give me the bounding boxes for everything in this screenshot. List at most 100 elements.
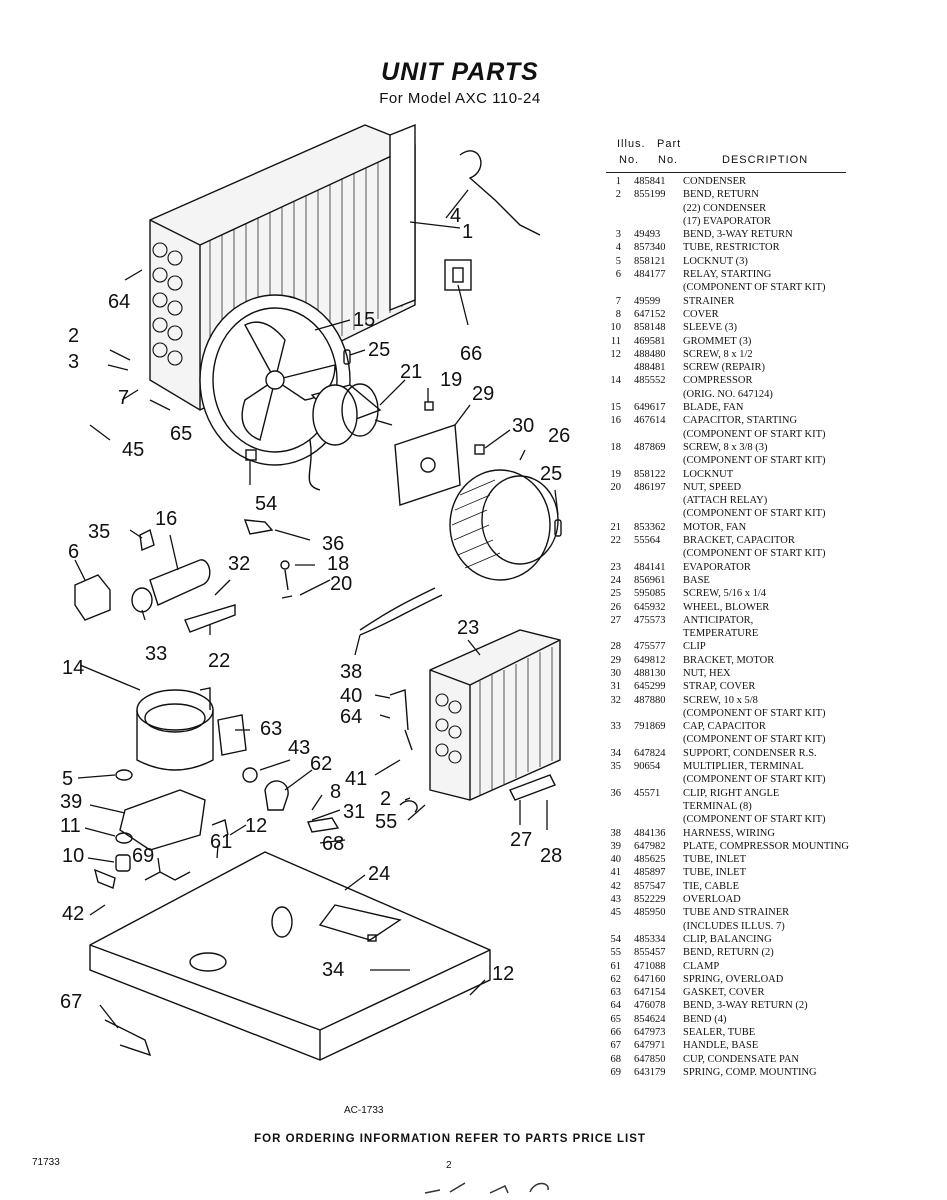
parts-row: (22) CONDENSER bbox=[607, 202, 937, 215]
illus-number: 41 bbox=[610, 867, 622, 879]
illus-number: 36 bbox=[610, 787, 622, 799]
part-description: (ORIG. NO. 647124) bbox=[683, 388, 773, 400]
illus-number: 21 bbox=[610, 521, 622, 533]
callout-label: 25 bbox=[540, 463, 562, 485]
parts-row: (COMPONENT OF START KIT) bbox=[607, 428, 937, 441]
part-number: 488480 bbox=[634, 348, 666, 360]
parts-row: (17) EVAPORATOR bbox=[607, 215, 937, 228]
callout-label: 68 bbox=[322, 833, 344, 855]
illus-number: 30 bbox=[610, 667, 622, 679]
part-number: 858121 bbox=[634, 255, 666, 267]
illus-number: 14 bbox=[610, 375, 622, 387]
part-description: HANDLE, BASE bbox=[683, 1040, 759, 1052]
illus-number: 38 bbox=[610, 827, 622, 839]
callout-label: 32 bbox=[228, 553, 250, 575]
callout-label: 1 bbox=[462, 221, 473, 243]
header-divider bbox=[606, 172, 846, 173]
callout-label: 29 bbox=[472, 383, 494, 405]
callout-label: 67 bbox=[60, 991, 82, 1013]
part-description: TIE, CABLE bbox=[683, 880, 739, 892]
illus-number: 39 bbox=[610, 840, 622, 852]
callout-label: 39 bbox=[60, 791, 82, 813]
callout-label: 2 bbox=[68, 325, 79, 347]
part-description: BEND, RETURN bbox=[683, 189, 759, 201]
part-description: BRACKET, CAPACITOR bbox=[683, 535, 795, 547]
illus-number: 10 bbox=[610, 322, 622, 334]
part-number: 643179 bbox=[634, 1066, 666, 1078]
callout-label: 22 bbox=[208, 650, 230, 672]
part-number: 595085 bbox=[634, 588, 666, 600]
part-description: TERMINAL (8) bbox=[683, 800, 752, 812]
illus-number: 67 bbox=[610, 1040, 622, 1052]
parts-row: TEMPERATURE bbox=[607, 627, 937, 640]
illus-number: 11 bbox=[610, 335, 621, 347]
callout-label: 63 bbox=[260, 718, 282, 740]
part-number: 485950 bbox=[634, 907, 666, 919]
part-description: SPRING, OVERLOAD bbox=[683, 973, 784, 985]
part-number: 857340 bbox=[634, 242, 666, 254]
callout-label: 38 bbox=[340, 661, 362, 683]
part-number: 476078 bbox=[634, 1000, 666, 1012]
illus-number: 29 bbox=[610, 654, 622, 666]
part-description: SUPPORT, CONDENSER R.S. bbox=[683, 747, 817, 759]
illus-number: 8 bbox=[615, 308, 621, 320]
illus-number: 32 bbox=[610, 694, 622, 706]
part-description: (COMPONENT OF START KIT) bbox=[683, 282, 826, 294]
part-description: (COMPONENT OF START KIT) bbox=[683, 814, 826, 826]
illus-number: 31 bbox=[610, 681, 622, 693]
illus-number: 43 bbox=[610, 894, 622, 906]
base-pan-drawing bbox=[89, 851, 491, 1061]
part-number: 857547 bbox=[634, 880, 666, 892]
parts-row: (INCLUDES ILLUS. 7) bbox=[607, 920, 937, 933]
part-number: 647850 bbox=[634, 1053, 666, 1065]
callout-label: 42 bbox=[62, 903, 84, 925]
part-description: CLAMP bbox=[683, 960, 720, 972]
part-number: 647160 bbox=[634, 973, 666, 985]
part-description: SCREW (REPAIR) bbox=[683, 362, 765, 374]
illus-number: 33 bbox=[610, 721, 622, 733]
part-description: BLADE, FAN bbox=[683, 402, 744, 414]
illus-number: 23 bbox=[610, 561, 622, 573]
callout-label: 4 bbox=[450, 205, 461, 227]
part-number: 471088 bbox=[634, 960, 666, 972]
part-description: LOCKNUT bbox=[683, 468, 734, 480]
part-description: (INCLUDES ILLUS. 7) bbox=[683, 920, 785, 932]
illus-number: 5 bbox=[615, 255, 621, 267]
part-description: TUBE AND STRAINER bbox=[683, 907, 790, 919]
callout-label: 54 bbox=[255, 493, 277, 515]
document-number: 71733 bbox=[32, 1157, 60, 1168]
callout-label: 35 bbox=[88, 521, 110, 543]
callout-label: 20 bbox=[330, 573, 352, 595]
illus-number: 55 bbox=[610, 947, 622, 959]
part-number: 486197 bbox=[634, 481, 666, 493]
callout-label: 41 bbox=[345, 768, 367, 790]
parts-row: (ATTACH RELAY) bbox=[607, 494, 937, 507]
part-number: 645932 bbox=[634, 601, 666, 613]
figure-code: AC-1733 bbox=[344, 1105, 384, 1116]
part-description: CLIP, RIGHT ANGLE bbox=[683, 787, 780, 799]
illus-number: 22 bbox=[610, 535, 622, 547]
parts-row: (COMPONENT OF START KIT) bbox=[607, 281, 937, 294]
part-description: BASE bbox=[683, 574, 710, 586]
callout-label: 10 bbox=[62, 845, 84, 867]
